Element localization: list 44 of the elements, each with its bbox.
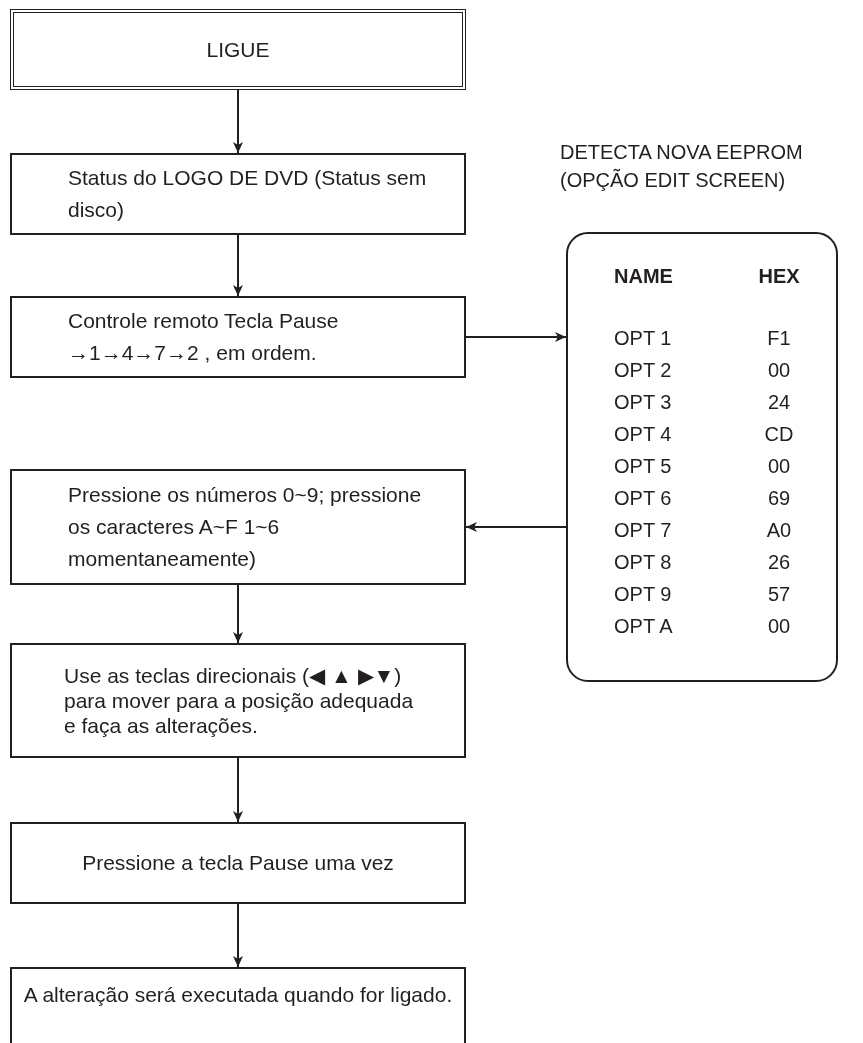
step-text: Pressione a tecla Pause uma vez [82, 850, 394, 876]
table-cell-text: CD [763, 422, 795, 447]
table-cell-text: 24 [766, 390, 792, 415]
table-cell-text: OPT 7 [614, 518, 673, 543]
process-box [10, 967, 466, 1043]
table-cell-text: OPT 3 [614, 390, 673, 415]
step-text: Controle remoto Tecla Pause →1→4→7→2 , em ordem. [68, 308, 340, 366]
table-cell-text: F1 [766, 326, 792, 351]
arrow [233, 234, 243, 297]
arrow [233, 89, 243, 154]
table-cell-text: 00 [766, 614, 792, 639]
step-text: Status do LOGO DE DVD (Status sem disco) [68, 165, 428, 223]
table-cell-text: OPT 6 [614, 486, 673, 511]
step-text: LIGUE [206, 36, 270, 63]
process-box [10, 469, 466, 585]
process-box [10, 643, 466, 758]
table-cell-text: A0 [765, 518, 793, 543]
process-box [10, 296, 466, 378]
table-cell-text: 00 [766, 358, 792, 383]
step-text: Use as teclas direcionais (◀ ▲ ▶▼) para mover para a posição adequada e faça as alterações. [64, 663, 415, 738]
table-cell-text: OPT 9 [614, 582, 673, 607]
arrow [233, 903, 243, 968]
column-header: NAME [614, 264, 674, 289]
panel-heading: DETECTA NOVA EEPROM (OPÇÃO EDIT SCREEN) [560, 140, 804, 193]
table-cell-text: OPT 5 [614, 454, 673, 479]
table-cell-text: OPT A [614, 614, 674, 639]
table-cell-text: 26 [766, 550, 792, 575]
table-cell-text: OPT 2 [614, 358, 673, 383]
table-cell-text: OPT 4 [614, 422, 673, 447]
step-text: A alteração será executada quando for ligado. [23, 982, 453, 1008]
arrow [233, 757, 243, 823]
table-cell-text: 57 [766, 582, 792, 607]
process-box [10, 9, 466, 90]
process-box [10, 822, 466, 904]
column-header: HEX [757, 264, 801, 289]
arrow [465, 332, 567, 342]
step-text: Pressione os números 0~9; pressione os caracteres A~F 1~6 momentaneamente) [68, 482, 423, 572]
process-box [10, 153, 466, 235]
arrow [465, 522, 567, 532]
table-cell-text: 00 [766, 454, 792, 479]
table-cell-text: 69 [766, 486, 792, 511]
arrow [233, 584, 243, 644]
table-cell-text: OPT 8 [614, 550, 673, 575]
table-cell-text: OPT 1 [614, 326, 673, 351]
